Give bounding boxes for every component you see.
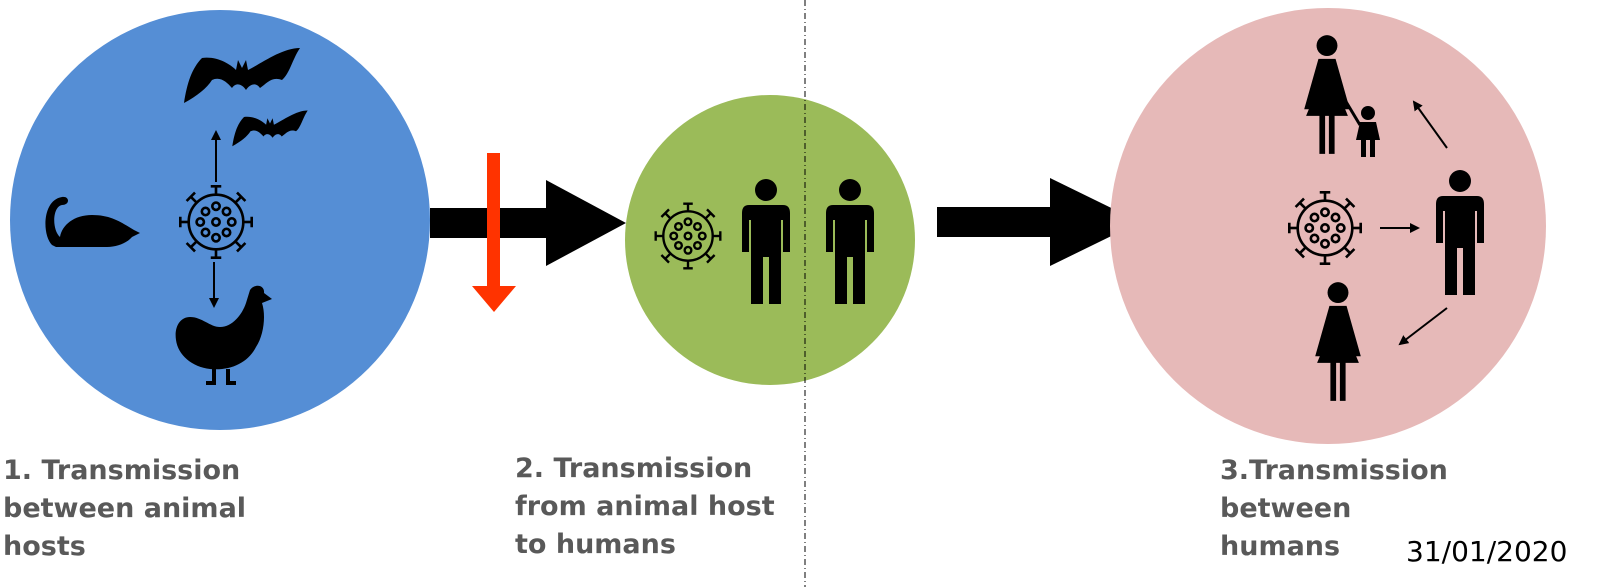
rat-icon xyxy=(45,196,140,247)
arrow-man-to-woman-child xyxy=(1412,100,1448,149)
caption-line: hosts xyxy=(3,531,86,562)
arrow-man-to-woman xyxy=(1398,307,1448,346)
stage-1-caption: 1. Transmission between animal hosts xyxy=(3,452,246,566)
woman-with-child-icon xyxy=(1304,35,1380,157)
caption-line: between xyxy=(1220,493,1352,524)
bat-icon xyxy=(184,48,300,103)
red-down-arrow xyxy=(472,153,516,312)
stage-2-caption: 2. Transmission from animal host to huma… xyxy=(515,450,775,564)
chicken-icon xyxy=(175,285,272,385)
stage-3-caption: 3.Transmission between humans xyxy=(1220,452,1448,566)
date-label: 31/01/2020 xyxy=(1406,535,1568,568)
arrow-human-to-human xyxy=(937,178,1140,266)
caption-line: to humans xyxy=(515,529,676,560)
caption-line: between animal xyxy=(3,493,247,524)
caption-line: 1. Transmission xyxy=(3,455,241,486)
caption-line: humans xyxy=(1220,531,1341,562)
caption-line: from animal host xyxy=(515,491,775,522)
bat-icon xyxy=(232,110,308,147)
caption-line: 3.Transmission xyxy=(1220,455,1448,486)
arrow-animal-to-human xyxy=(430,180,626,266)
caption-line: 2. Transmission xyxy=(515,453,753,484)
